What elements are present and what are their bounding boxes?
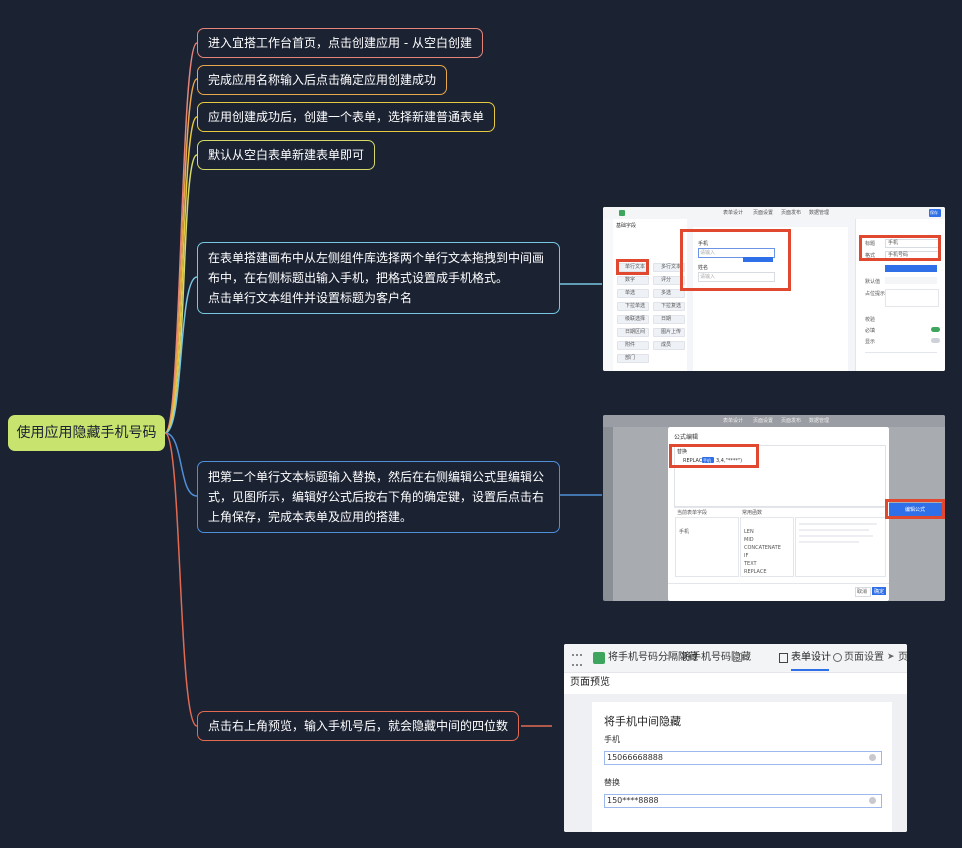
toolbar-save: 保存 <box>930 210 938 215</box>
clear-icon[interactable] <box>869 754 876 761</box>
shot2-fn-text: TEXT <box>744 561 757 567</box>
shot2-formula-token: 手机 <box>703 458 711 463</box>
shot2-dialog-title: 公式编辑 <box>674 434 699 441</box>
shot1-prop-title-value: 手机 <box>888 240 899 246</box>
shot1-field-phone-ph: 请输入 <box>700 250 716 256</box>
edit-icon[interactable] <box>733 653 742 662</box>
toolbar-data: 数据管理 <box>809 210 830 216</box>
shot1-comp-attachment: 附件 <box>625 342 636 348</box>
shot2-fn-concatenate: CONCATENATE <box>744 545 781 551</box>
connector-step-6 <box>164 432 198 497</box>
shot1-prop-placeholder: 占位提示 <box>865 291 886 297</box>
toolbar-page-settings: 页面设置 <box>753 210 774 216</box>
step-7[interactable]: 点击右上角预览，输入手机号后，就会隐藏中间的四位数 <box>197 711 520 741</box>
shot2-ok: 确定 <box>874 589 885 595</box>
shot2-toolbar-form: 表单设计 <box>723 418 744 424</box>
shot1-field-name-ph: 请输入 <box>700 274 716 280</box>
connector-step-2 <box>164 78 198 434</box>
field-phone-label: 手机 <box>604 735 620 744</box>
connector-step-5 <box>164 276 198 434</box>
toolbar-form-design: 表单设计 <box>723 210 744 216</box>
shot2-fn-len: LEN <box>744 529 754 535</box>
form-title: 将手机中间隐藏 <box>604 715 681 728</box>
breadcrumb-separator: > <box>665 652 674 663</box>
shot2-toolbar-data: 数据管理 <box>809 418 830 424</box>
screenshot-form-designer: 表单设计 页面设置 页面发布 数据管理 保存 基础字段 单行文本 多行文本 数字… <box>603 207 945 371</box>
shot1-prop-required: 必填 <box>865 328 876 334</box>
shot2-fn-if: IF <box>744 553 749 559</box>
shot1-comp-dept: 部门 <box>625 355 636 361</box>
field-replace-input[interactable] <box>604 794 882 808</box>
page-title: 页面预览 <box>570 677 610 688</box>
field-replace-value: 150****8888 <box>607 796 659 805</box>
shot1-comp-rate: 评分 <box>661 277 672 283</box>
clear-icon[interactable] <box>869 797 876 804</box>
shot2-cancel: 取消 <box>857 589 868 595</box>
gear-icon <box>833 653 842 662</box>
step-2[interactable]: 完成应用名称输入后点击确定应用创建成功 <box>197 65 448 95</box>
root-topic[interactable]: 使用应用隐藏手机号码 <box>8 415 165 451</box>
screenshot-page-preview: 将手机号码分隔隐藏 > 将手机号码隐藏 表单设计 页面设置 ➤ 页 页面预览 将… <box>564 644 907 832</box>
shot2-current-fields: 当前表单字段 <box>677 510 708 516</box>
screenshot-formula-editor: 表单设计 页面设置 页面发布 数据管理 公式编辑 替换 REPLACE( 手机 … <box>603 415 945 601</box>
shot1-comp-date: 日期 <box>661 316 672 322</box>
shot1-comp-text: 单行文本 <box>625 264 646 270</box>
field-phone-input[interactable] <box>604 751 882 765</box>
shot1-comp-number: 数字 <box>625 277 636 283</box>
connector-step-1 <box>164 42 198 434</box>
grid-icon[interactable] <box>572 654 582 666</box>
shot2-formula-func: REPLACE( <box>683 458 708 464</box>
shot1-comp-daterange: 日期区间 <box>625 329 646 335</box>
step-5[interactable]: 在表单搭建画布中从左侧组件库选择两个单行文本拖拽到中间画布中，在右侧标题出输入手… <box>197 242 560 314</box>
shot1-comp-radio: 单选 <box>625 290 636 296</box>
shot2-field-phone: 手机 <box>679 529 690 535</box>
field-phone-value: 15066668888 <box>607 753 663 762</box>
shot1-comp-checkbox: 多选 <box>661 290 672 296</box>
shot1-prop-format: 格式 <box>865 253 876 259</box>
shot1-comp-cascade: 级联选择 <box>625 316 646 322</box>
shot1-prop-visible: 显示 <box>865 339 876 345</box>
step-6[interactable]: 把第二个单行文本标题输入替换，然后在右侧编辑公式里编辑公式，见图所示，编辑好公式… <box>197 461 560 533</box>
app-logo-icon <box>593 652 605 664</box>
shot1-comp-member: 成员 <box>661 342 672 348</box>
shot2-formula-args: 3,4,"****") <box>716 458 743 464</box>
shot1-comp-multiselect: 下拉复选 <box>661 303 682 309</box>
page-name[interactable]: 将手机号码隐藏 <box>681 652 751 663</box>
toolbar-publish: 页面发布 <box>781 210 802 216</box>
send-icon: ➤ <box>887 652 895 662</box>
shot1-section-basic: 基础字段 <box>616 223 637 229</box>
shot1-prop-format-value: 手机号码 <box>888 252 909 258</box>
shot1-prop-validate: 校验 <box>865 317 876 323</box>
form-design-icon <box>779 653 788 663</box>
connector-step-7 <box>164 432 198 727</box>
shot2-fn-mid: MID <box>744 537 754 543</box>
connector-step-3 <box>164 116 198 434</box>
shot1-field-phone-label: 手机 <box>698 241 709 247</box>
shot2-toolbar-page: 页面设置 <box>753 418 774 424</box>
app-name[interactable]: 将手机号码分隔隐藏 <box>608 652 698 663</box>
step-1[interactable]: 进入宜搭工作台首页，点击创建应用 - 从空白创建 <box>197 28 483 58</box>
shot1-comp-textarea: 多行文本 <box>661 264 682 270</box>
step-4[interactable]: 默认从空白表单新建表单即可 <box>197 140 376 170</box>
shot2-fn-replace: REPLACE <box>744 569 767 575</box>
shot1-prop-default: 默认值 <box>865 279 881 285</box>
field-replace-label: 替换 <box>604 778 620 787</box>
tab-page-settings[interactable]: 页面设置 <box>844 652 884 663</box>
shot2-toolbar-publish: 页面发布 <box>781 418 802 424</box>
shot1-comp-image: 图片上传 <box>661 329 682 335</box>
shot1-field-name-label: 姓名 <box>698 265 709 271</box>
shot2-common-funcs: 常用函数 <box>742 510 763 516</box>
shot1-comp-select: 下拉单选 <box>625 303 646 309</box>
shot2-edit-formula: 编辑公式 <box>905 507 926 513</box>
shot2-formula-field: 替换 <box>677 449 688 455</box>
shot1-prop-title: 标题 <box>865 241 876 247</box>
tab-form-design[interactable]: 表单设计 <box>791 652 831 663</box>
tab-publish[interactable]: 页 <box>898 652 907 663</box>
step-3[interactable]: 应用创建成功后，创建一个表单，选择新建普通表单 <box>197 102 496 132</box>
